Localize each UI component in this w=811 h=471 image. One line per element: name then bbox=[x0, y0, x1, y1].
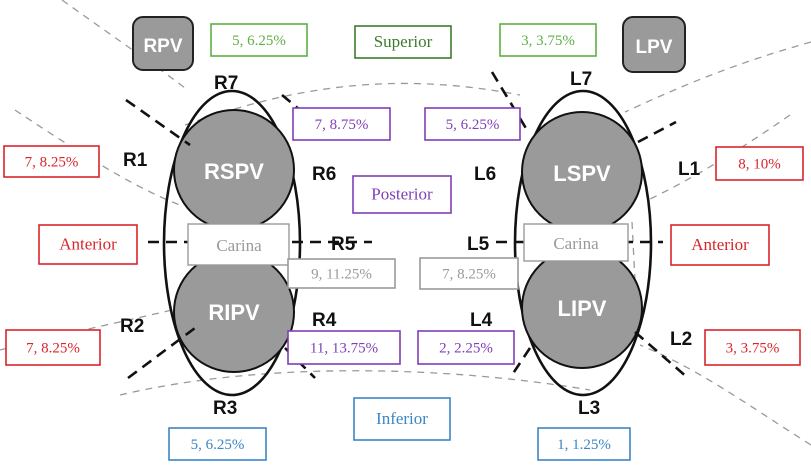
right-carina-box bbox=[187, 223, 290, 266]
lipv-label: LIPV bbox=[558, 296, 607, 321]
l5-value-box-frame bbox=[419, 257, 519, 290]
lower-saddle-curve bbox=[119, 370, 591, 396]
inferior-box-frame bbox=[353, 397, 451, 441]
l1-value-box-text: 8, 10% bbox=[738, 157, 781, 173]
r5-value-box-text: 9, 11.25% bbox=[311, 267, 372, 283]
anterior-left-box: Anterior bbox=[670, 224, 770, 266]
value-boxes: 5, 6.25% Superior 3, 3.75% 7, 8.75% 5, 6.25%… bbox=[3, 23, 804, 461]
l2-value-box-text: 3, 3.75% bbox=[726, 341, 780, 357]
left-carina-label: Carina bbox=[553, 234, 599, 253]
left-carina-box bbox=[523, 223, 629, 262]
l3-value-box: 1, 1.25% bbox=[537, 427, 631, 461]
segment-l6: L6 bbox=[474, 164, 496, 185]
l6-value-box-text: 5, 6.25% bbox=[446, 117, 500, 133]
l7-value-box-frame bbox=[499, 23, 597, 57]
r3-value-box: 5, 6.25% bbox=[168, 427, 267, 461]
l2-value-box: 3, 3.75% bbox=[704, 329, 801, 366]
r6-value-box-frame bbox=[292, 107, 391, 141]
r1-value-box: 7, 8.25% bbox=[3, 145, 100, 178]
r2-r3-divider bbox=[127, 326, 196, 380]
r7-value-box: 5, 6.25% bbox=[210, 23, 308, 57]
l5-value-box-text: 7, 8.25% bbox=[442, 267, 496, 283]
posterior-box: Posterior bbox=[352, 175, 452, 214]
superior-box-frame bbox=[354, 25, 452, 59]
rspv-label: RSPV bbox=[204, 159, 264, 184]
l4-l3-divider bbox=[508, 347, 532, 379]
inferior-box-text: Inferior bbox=[376, 409, 428, 428]
l2-value-box-frame bbox=[704, 329, 801, 366]
anterior-left-box-frame bbox=[670, 224, 770, 266]
lpv-label: LPV bbox=[636, 37, 673, 58]
l7-value-box-text: 3, 3.75% bbox=[521, 33, 575, 49]
r5-value-box-frame bbox=[287, 258, 396, 289]
right-mid-curve bbox=[647, 114, 791, 201]
dashed-boundaries bbox=[0, 0, 811, 446]
anterior-right-box: Anterior bbox=[38, 224, 138, 265]
r6-value-box: 7, 8.75% bbox=[292, 107, 391, 141]
right-lower-curve bbox=[639, 344, 811, 446]
left-mid-curve bbox=[14, 109, 181, 206]
posterior-box-frame bbox=[352, 175, 452, 214]
lspv-label: LSPV bbox=[553, 161, 611, 186]
r4-value-box: 11, 13.75% bbox=[287, 330, 401, 365]
l6-value-box: 5, 6.25% bbox=[424, 107, 521, 141]
segment-r7: R7 bbox=[214, 73, 238, 94]
rpv-tile bbox=[132, 16, 194, 71]
r7-value-box-text: 5, 6.25% bbox=[232, 33, 286, 49]
l5-value-box: 7, 8.25% bbox=[419, 257, 519, 290]
r2-value-box: 7, 8.25% bbox=[5, 329, 101, 366]
l7-value-box: 3, 3.75% bbox=[499, 23, 597, 57]
l7-l1-divider bbox=[637, 120, 677, 144]
r4-value-box-frame bbox=[287, 330, 401, 365]
segment-r5: R5 bbox=[331, 234, 356, 255]
l3-value-box-text: 1, 1.25% bbox=[557, 437, 611, 453]
r1-value-box-frame bbox=[3, 145, 100, 178]
l1-value-box: 8, 10% bbox=[715, 146, 804, 181]
rpv-label: RPV bbox=[143, 36, 182, 57]
l4-value-box-text: 2, 2.25% bbox=[439, 341, 493, 357]
r2-value-box-frame bbox=[5, 329, 101, 366]
r5-value-box: 9, 11.25% bbox=[287, 258, 396, 289]
segment-l1: L1 bbox=[678, 159, 701, 180]
anterior-left-box-text: Anterior bbox=[691, 235, 749, 254]
segment-r1: R1 bbox=[123, 150, 148, 171]
anterior-right-box-text: Anterior bbox=[59, 235, 117, 254]
segment-r3: R3 bbox=[213, 398, 237, 419]
superior-box: Superior bbox=[354, 25, 452, 59]
r4-value-box-text: 11, 13.75% bbox=[310, 341, 378, 357]
ripv-label: RIPV bbox=[208, 300, 260, 325]
r6-value-box-text: 7, 8.75% bbox=[315, 117, 369, 133]
inferior-box: Inferior bbox=[353, 397, 451, 441]
l4-value-box-frame bbox=[417, 330, 515, 365]
right-upper-curve bbox=[624, 41, 811, 113]
lpv-tile bbox=[622, 16, 686, 73]
l6-value-box-frame bbox=[424, 107, 521, 141]
r1-value-box-text: 7, 8.25% bbox=[25, 155, 79, 171]
segment-l2: L2 bbox=[670, 329, 692, 350]
anterior-right-box-frame bbox=[38, 224, 138, 265]
segment-r2: R2 bbox=[120, 316, 144, 337]
l3-value-box-frame bbox=[537, 427, 631, 461]
r3-value-box-frame bbox=[168, 427, 267, 461]
r3-value-box-text: 5, 6.25% bbox=[191, 437, 245, 453]
r2-value-box-text: 7, 8.25% bbox=[26, 341, 80, 357]
segment-r6: R6 bbox=[312, 164, 336, 185]
superior-box-text: Superior bbox=[374, 32, 433, 51]
l7-l6-divider bbox=[490, 71, 529, 131]
l2-l3-divider bbox=[634, 331, 689, 379]
r7-r1-divider bbox=[125, 98, 191, 147]
segment-l5: L5 bbox=[467, 234, 490, 255]
posterior-box-text: Posterior bbox=[371, 185, 433, 204]
l4-value-box: 2, 2.25% bbox=[417, 330, 515, 365]
right-carina-label: Carina bbox=[216, 236, 262, 255]
segment-r4: R4 bbox=[312, 310, 337, 331]
segment-l3: L3 bbox=[578, 398, 600, 419]
segment-l7: L7 bbox=[570, 69, 592, 90]
r7-value-box-frame bbox=[210, 23, 308, 57]
l1-value-box-frame bbox=[715, 146, 804, 181]
segment-l4: L4 bbox=[470, 310, 493, 331]
